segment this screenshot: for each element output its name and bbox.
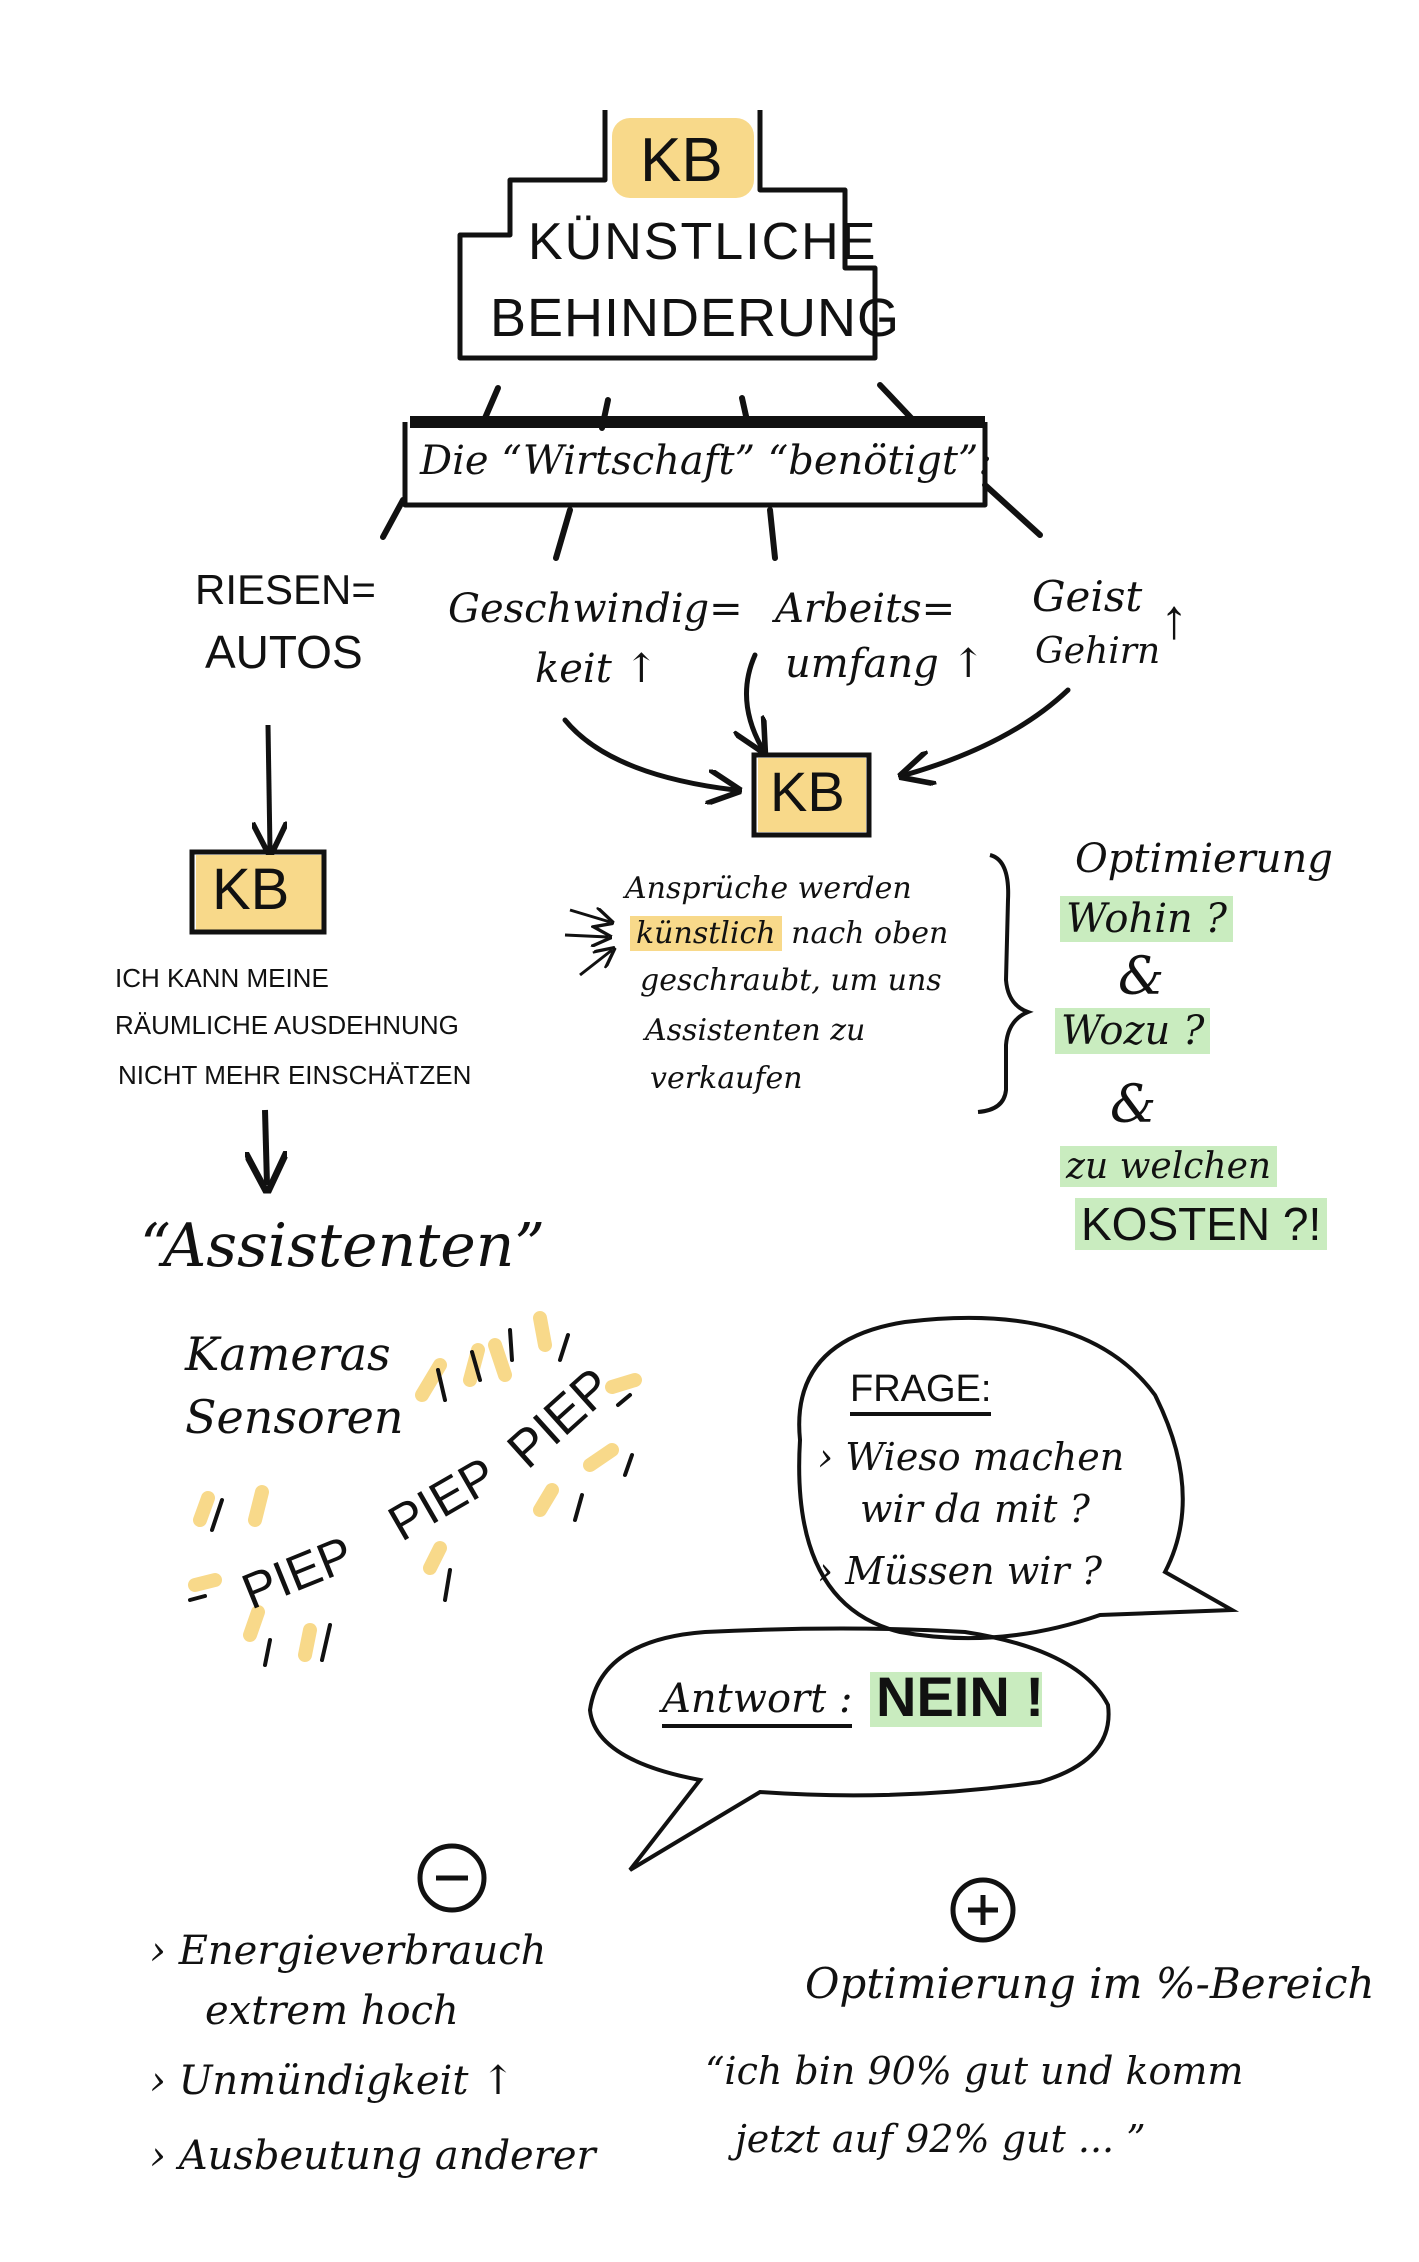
- curly-brace: [977, 853, 1034, 1114]
- branch-autos-line-1: RIESEN=: [195, 566, 376, 613]
- frage-line-1: › Wieso machen: [818, 1435, 1125, 1479]
- minus-circle: [417, 1843, 487, 1913]
- frage-title: FRAGE:: [850, 1369, 992, 1416]
- left-kb-line-1: ICH KANN MEINE: [115, 963, 329, 993]
- arrow-down-autos: [268, 724, 270, 850]
- branch-workload-line-1: Arbeits=: [775, 586, 956, 632]
- title-badge-highlight: [612, 118, 754, 198]
- plus-icon: [968, 1895, 998, 1925]
- banner-text: Die “Wirtschaft” “benötigt”:: [420, 438, 992, 484]
- curved-arrows: [562, 652, 1071, 790]
- branch-speed-line-2: keit ↑: [535, 646, 659, 692]
- title-line-1: KÜNSTLICHE: [528, 213, 878, 271]
- note-line-2-rest: nach oben: [791, 916, 949, 951]
- frage-line-3: › Müssen wir ?: [818, 1549, 1102, 1593]
- optimierung-q3a-text: zu welchen: [1060, 1146, 1278, 1187]
- frage-bubble: [797, 1315, 1240, 1641]
- optimierung-q3b-text: KOSTEN ?!: [1075, 1198, 1328, 1250]
- title-line-2: BEHINDERUNG: [490, 288, 901, 348]
- note-line-2: künstlich nach oben: [630, 916, 949, 951]
- nein-highlight: [870, 1672, 1042, 1727]
- left-kb-badge: KB: [212, 857, 290, 922]
- center-kb-badge: KB: [770, 760, 845, 823]
- branch-autos-line-2: AUTOS: [205, 626, 363, 678]
- center-kb-highlight: [758, 758, 866, 832]
- frage-line-2: wir da mit ?: [860, 1487, 1090, 1531]
- note-line-3: geschraubt, um uns: [640, 963, 942, 998]
- center-kb-box: [751, 752, 872, 838]
- minus-item-2-line-1: › Unmündigkeit ↑: [150, 2058, 515, 2104]
- branch-mind-arrow: ↑: [1160, 587, 1188, 650]
- antwort-value: NEIN !: [876, 1665, 1044, 1728]
- note-line-5: verkaufen: [650, 1061, 803, 1096]
- note-line-4: Assistenten zu: [645, 1013, 866, 1048]
- optimierung-q2-text: Wozu ?: [1055, 1008, 1211, 1054]
- branch-workload-line-2: umfang ↑: [785, 641, 985, 687]
- optimierung-q3b: KOSTEN ?!: [1075, 1198, 1328, 1250]
- optimierung-amp-1: &: [1118, 947, 1165, 1007]
- left-kb-box: [189, 849, 327, 935]
- title-box: [457, 110, 878, 361]
- optimierung-amp-2: &: [1110, 1075, 1157, 1135]
- branch-mind-line-2: Gehirn: [1035, 631, 1161, 672]
- branch-speed-line-1: Geschwindig=: [448, 586, 743, 632]
- optimierung-q3a: zu welchen: [1060, 1146, 1278, 1187]
- note-arrows: [564, 910, 612, 977]
- optimierung-q2: Wozu ?: [1055, 1008, 1211, 1054]
- plus-quote-line-1: “ich bin 90% gut und komm: [705, 2049, 1244, 2093]
- left-kb-highlight: [196, 855, 322, 930]
- left-kb-line-3: NICHT MEHR EINSCHÄTZEN: [118, 1060, 472, 1090]
- plus-title: Optimierung im %-Bereich: [805, 1959, 1375, 2008]
- note-highlight-kuenstlich: künstlich: [630, 916, 782, 951]
- assistenten-title: “Assistenten”: [140, 1211, 546, 1281]
- optimierung-title: Optimierung: [1075, 836, 1333, 882]
- antwort-label-text: Antwort :: [662, 1676, 853, 1728]
- plus-quote-line-2: jetzt auf 92% gut ... ”: [735, 2117, 1146, 2161]
- antwort-bubble: [587, 1626, 1111, 1872]
- arrow-down-assistenten: [265, 1109, 267, 1185]
- antwort-label: Antwort :: [662, 1676, 853, 1728]
- assistenten-line-1: Kameras: [185, 1327, 391, 1381]
- branch-mind-line-1: Geist: [1032, 572, 1143, 621]
- minus-item-3-line-1: › Ausbeutung anderer: [150, 2133, 596, 2179]
- optimierung-q1-text: Wohin ?: [1060, 896, 1233, 942]
- banner-box: [380, 416, 1043, 561]
- optimierung-q1: Wohin ?: [1060, 896, 1233, 942]
- assistenten-line-2: Sensoren: [185, 1390, 404, 1444]
- left-kb-line-2: RÄUMLICHE AUSDEHNUNG: [115, 1010, 459, 1040]
- minus-item-1-line-2: extrem hoch: [205, 1988, 459, 2034]
- note-line-1: Ansprüche werden: [625, 871, 912, 906]
- title-badge: KB: [640, 126, 723, 195]
- plus-circle: [950, 1877, 1016, 1943]
- minus-item-1-line-1: › Energieverbrauch: [150, 1928, 547, 1974]
- piep-burst: [188, 1311, 642, 1667]
